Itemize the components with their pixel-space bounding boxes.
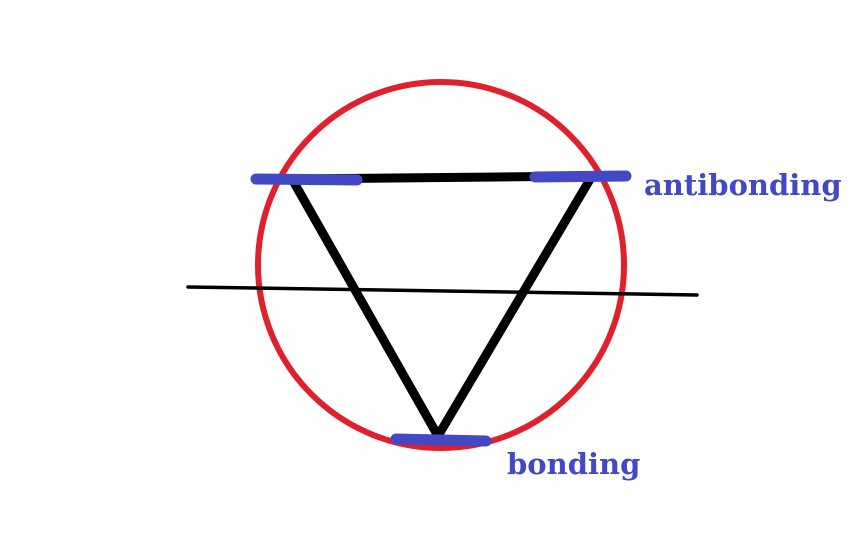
bonding-label: bonding (507, 447, 640, 481)
antibonding-level-left (250, 173, 363, 186)
triangle-left-edge (287, 174, 443, 441)
bonding-level (390, 433, 492, 447)
triangle-right-edge (433, 171, 597, 441)
frost-circle (255, 79, 627, 451)
antibonding-label: antibonding (644, 168, 842, 202)
antibonding-level-right (529, 170, 632, 183)
nonbonding-reference-line (186, 285, 699, 297)
